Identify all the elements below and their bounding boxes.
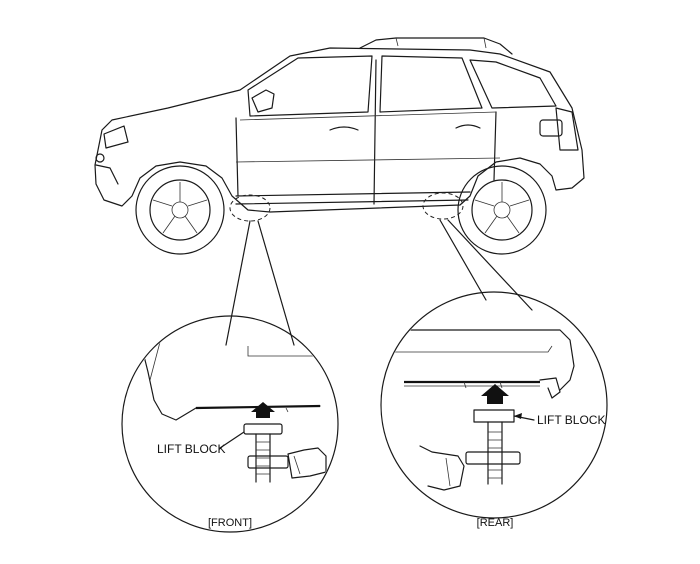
rear-detail-callout: LIFT BLOCK [REAR]	[380, 219, 608, 529]
side-mirror	[251, 89, 275, 113]
rear-lift-point-marker	[422, 192, 464, 220]
vehicle-body-outline	[94, 47, 585, 213]
rear-detail-circle	[380, 291, 608, 519]
rear-wheel	[457, 165, 547, 255]
front-detail-circle	[121, 315, 339, 533]
rear-caption: [REAR]	[477, 517, 514, 529]
vehicle-side-view	[94, 37, 585, 255]
front-lift-point-marker	[229, 194, 271, 222]
front-wheel	[135, 165, 225, 255]
front-lift-block-label: LIFT BLOCK	[157, 442, 225, 456]
rear-lift-arrow-icon	[481, 384, 509, 404]
front-detail-callout: LIFT BLOCK [FRONT]	[121, 220, 339, 533]
front-caption: [FRONT]	[208, 517, 252, 529]
rear-lift-block-label: LIFT BLOCK	[537, 413, 605, 427]
front-lift-arrow-icon	[251, 402, 275, 418]
